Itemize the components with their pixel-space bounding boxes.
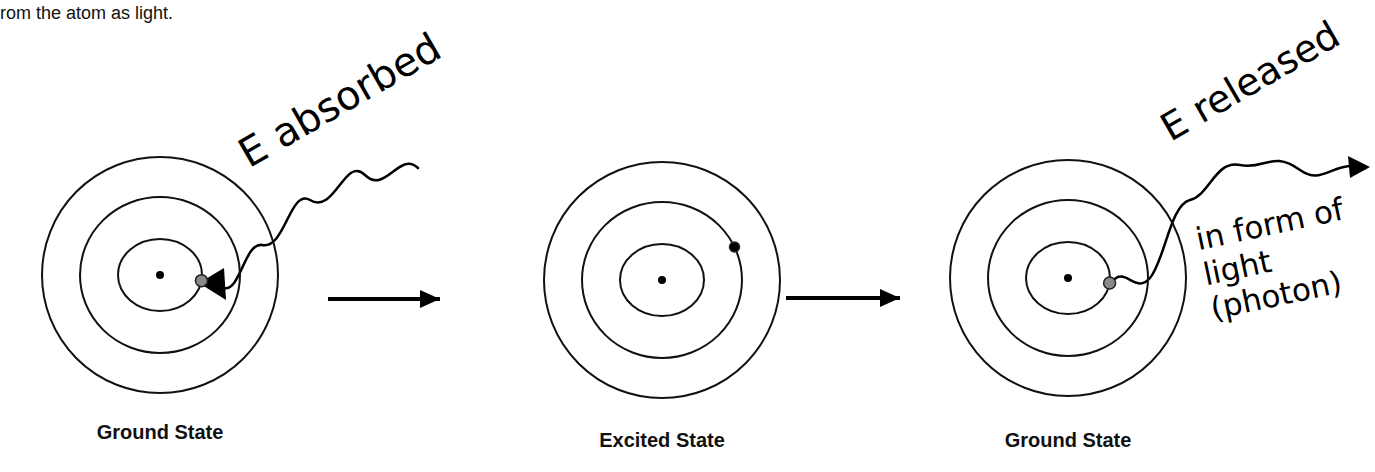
released-arrowhead <box>1348 156 1370 178</box>
nucleus-dot <box>1064 274 1072 282</box>
handwritten-note: in form of light (photon) <box>1193 190 1372 328</box>
electron-orbit <box>544 162 780 398</box>
atom-outline <box>40 155 280 455</box>
handwritten-note: E released <box>1153 13 1347 150</box>
electron-orbit <box>42 157 278 393</box>
state-caption: Excited State <box>542 428 782 452</box>
nucleus-dot <box>658 276 666 284</box>
electron-orbit <box>620 244 704 316</box>
state-caption: Ground State <box>40 420 280 444</box>
electron-dot <box>195 275 207 287</box>
electron-dot <box>1104 277 1116 289</box>
atom-model: Excited State <box>542 160 782 460</box>
atom-outline <box>948 158 1188 458</box>
transition-arrow <box>786 296 900 300</box>
electron-orbit <box>1026 242 1110 314</box>
electron-orbit <box>988 200 1148 356</box>
electron-orbit <box>80 197 240 353</box>
state-caption: Ground State <box>948 428 1188 452</box>
electron-orbit <box>582 202 742 358</box>
cut-off-text: rom the atom as light. <box>0 2 173 24</box>
absorbed-wave <box>224 164 418 289</box>
nucleus-dot <box>156 271 164 279</box>
electron-orbit <box>950 160 1186 396</box>
electron-orbit <box>118 239 202 311</box>
electron-dot <box>730 242 740 252</box>
handwritten-note: E absorbed <box>231 24 449 176</box>
transition-arrow <box>328 297 440 301</box>
atom-outline <box>542 160 782 460</box>
atom-model: Ground State <box>40 155 280 455</box>
atom-model: Ground State <box>948 158 1188 458</box>
